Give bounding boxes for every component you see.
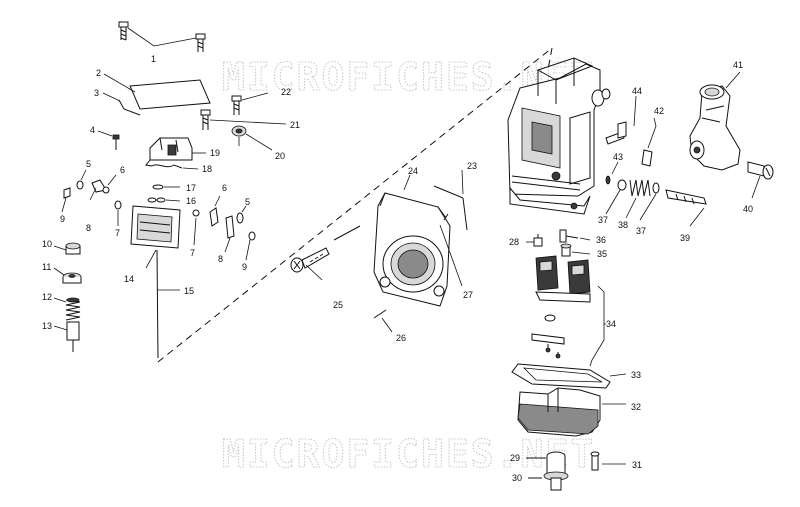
screw-part-21 — [200, 109, 287, 130]
jet-part-28 — [526, 234, 543, 247]
label-part-41: 41 — [733, 60, 743, 70]
label-part-12: 12 — [42, 292, 52, 302]
label-part-23: 23 — [467, 161, 477, 171]
jet-needle-part-15 — [156, 249, 180, 359]
label-part-9-left: 9 — [60, 214, 65, 224]
label-part-34: 34 — [606, 319, 616, 329]
cover-plate-part-2 — [102, 73, 211, 116]
label-part-44: 44 — [632, 86, 642, 96]
screw-part-31 — [590, 451, 626, 471]
label-part-8-right: 8 — [218, 254, 223, 264]
watermark-bottom: MICROFICHES.NET — [222, 432, 595, 476]
label-part-24: 24 — [408, 166, 418, 176]
float-bowl-part-32 — [517, 387, 626, 437]
float-assembly — [535, 255, 591, 303]
label-part-8-left: 8 — [86, 223, 91, 233]
spring-part-12 — [53, 297, 81, 321]
label-part-37-right: 37 — [636, 226, 646, 236]
intake-flange-part-24 — [373, 174, 451, 307]
throttle-lever-part-41 — [689, 71, 741, 171]
label-part-36: 36 — [596, 235, 606, 245]
label-part-17: 17 — [186, 183, 196, 193]
bracket-part-19 — [145, 137, 206, 167]
label-part-31: 31 — [632, 460, 642, 470]
float-bracket-part-34 — [589, 285, 606, 367]
label-part-9-right: 9 — [242, 262, 247, 272]
cap-part-10 — [53, 242, 81, 255]
label-part-13: 13 — [42, 321, 52, 331]
label-part-22: 22 — [281, 87, 291, 97]
label-part-7-left: 7 — [115, 228, 120, 238]
label-part-38: 38 — [618, 220, 628, 230]
label-part-28: 28 — [509, 237, 519, 247]
label-part-6-right: 6 — [222, 183, 227, 193]
screw-pair-part-1 — [118, 21, 206, 52]
jet-part-36 — [559, 229, 591, 243]
label-part-14: 14 — [124, 274, 134, 284]
label-part-11: 11 — [42, 262, 51, 272]
label-part-42: 42 — [654, 106, 664, 116]
hardware-right-group — [192, 195, 256, 261]
label-part-6-left: 6 — [120, 165, 125, 175]
label-part-2: 2 — [96, 68, 101, 78]
part-labels: 1 2 3 4 5 6 9 8 7 10 11 12 13 14 15 16 1… — [42, 54, 753, 483]
washer-nut-part-20 — [231, 125, 273, 151]
label-part-37-left: 37 — [598, 215, 608, 225]
clip-part-18 — [151, 164, 199, 170]
label-part-21: 21 — [290, 120, 300, 130]
bowl-gasket-part-33 — [511, 363, 627, 389]
label-part-5-left: 5 — [86, 159, 91, 169]
label-part-30: 30 — [512, 473, 522, 483]
label-part-16: 16 — [186, 196, 196, 206]
label-part-25: 25 — [333, 300, 343, 310]
carburetor-body — [507, 57, 611, 215]
label-part-1: 1 — [151, 54, 156, 64]
idle-screw-part-25 — [290, 225, 361, 281]
screw-part-40 — [747, 161, 774, 199]
drain-fitting-part-29 — [526, 451, 566, 475]
label-part-26: 26 — [396, 333, 406, 343]
nut-part-11 — [53, 267, 82, 284]
label-part-20: 20 — [275, 151, 285, 161]
label-part-39: 39 — [680, 233, 690, 243]
label-part-27: 27 — [463, 290, 473, 300]
label-part-40: 40 — [743, 204, 753, 214]
label-part-19: 19 — [210, 148, 220, 158]
label-part-5-right: 5 — [245, 197, 250, 207]
label-part-7-right: 7 — [190, 248, 195, 258]
hardware-left-group — [61, 169, 122, 226]
fitting-part-44 — [605, 95, 637, 145]
pin-part-26 — [373, 309, 393, 333]
label-part-4: 4 — [90, 125, 95, 135]
label-part-15: 15 — [184, 286, 194, 296]
label-part-32: 32 — [631, 402, 641, 412]
screw-part-4 — [97, 130, 120, 150]
needle-valve-parts — [531, 314, 565, 359]
label-part-33: 33 — [631, 370, 641, 380]
ring-part-16 — [147, 197, 181, 203]
jet-part-35 — [560, 243, 591, 257]
drain-plug-part-30 — [528, 471, 569, 491]
label-part-10: 10 — [42, 239, 52, 249]
gasket-part-23 — [433, 169, 468, 287]
screw-part-22 — [231, 92, 269, 115]
label-part-43: 43 — [613, 152, 623, 162]
washer-part-43 — [605, 161, 619, 185]
plug-part-42 — [641, 117, 657, 167]
pilot-screw-assembly — [605, 179, 707, 227]
label-part-3: 3 — [94, 88, 99, 98]
ring-part-17 — [152, 184, 180, 190]
throttle-slide-part-14 — [130, 205, 181, 269]
plunger-part-13 — [53, 321, 80, 352]
label-part-18: 18 — [202, 164, 212, 174]
label-part-35: 35 — [597, 249, 607, 259]
label-part-29: 29 — [510, 453, 520, 463]
